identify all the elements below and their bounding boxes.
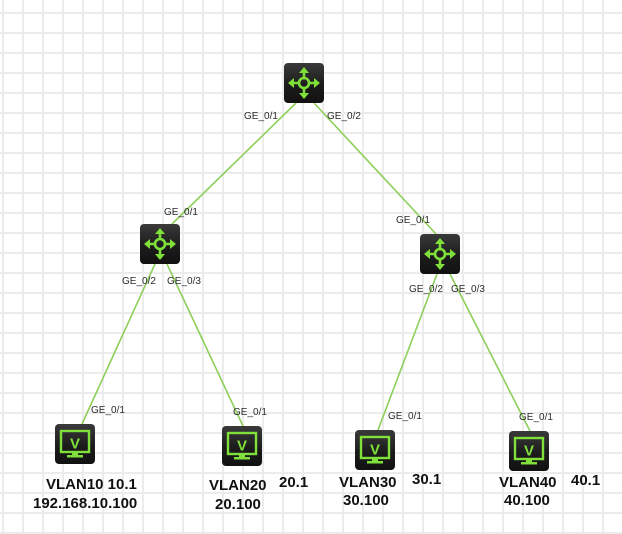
link-left-vlan10[interactable] — [81, 263, 156, 425]
vlan30-label-name: VLAN30 — [339, 474, 397, 491]
vlan40-label-host: 40.100 — [504, 492, 550, 509]
port-label-right-ge01: GE_0/1 — [396, 215, 430, 226]
svg-text:V: V — [70, 436, 80, 453]
monitor-icon: V — [359, 435, 391, 464]
vlan10-label-line1: VLAN10 10.1 — [46, 476, 137, 493]
port-label-vlan10-ge01: GE_0/1 — [91, 405, 125, 416]
port-label-core-ge01: GE_0/1 — [244, 111, 278, 122]
link-right-vlan30[interactable] — [377, 273, 438, 431]
link-left-vlan20[interactable] — [166, 263, 244, 427]
vlan30-label-gateway: 30.1 — [412, 471, 442, 488]
port-label-vlan30-ge01: GE_0/1 — [388, 411, 422, 422]
vlan20-label-host: 20.100 — [215, 496, 261, 513]
port-label-left-ge03: GE_0/3 — [167, 276, 201, 287]
monitor-icon: V — [59, 429, 91, 458]
svg-text:V: V — [370, 442, 380, 459]
port-label-core-ge02: GE_0/2 — [327, 111, 361, 122]
pc-vlan30[interactable]: V — [355, 430, 395, 470]
link-core-right[interactable] — [313, 102, 437, 235]
link-core-left[interactable] — [171, 102, 297, 225]
left-router[interactable] — [140, 224, 180, 264]
port-label-left-ge02: GE_0/2 — [122, 276, 156, 287]
port-label-right-ge03: GE_0/3 — [451, 284, 485, 295]
pc-vlan20[interactable]: V — [222, 426, 262, 466]
link-right-vlan40[interactable] — [449, 273, 531, 432]
pc-vlan40[interactable]: V — [509, 431, 549, 471]
vlan30-label-host: 30.100 — [343, 492, 389, 509]
port-label-left-ge01: GE_0/1 — [164, 207, 198, 218]
right-router[interactable] — [420, 234, 460, 274]
port-label-vlan40-ge01: GE_0/1 — [519, 412, 553, 423]
monitor-icon: V — [226, 431, 258, 460]
pc-vlan10[interactable]: V — [55, 424, 95, 464]
router-icon — [424, 238, 456, 270]
vlan20-label-gateway: 20.1 — [279, 474, 309, 491]
vlan40-label-gateway: 40.1 — [571, 472, 601, 489]
port-label-vlan20-ge01: GE_0/1 — [233, 407, 267, 418]
port-label-right-ge02: GE_0/2 — [409, 284, 443, 295]
router-icon — [288, 67, 320, 99]
vlan10-label-line2: 192.168.10.100 — [33, 495, 138, 512]
svg-text:V: V — [237, 438, 247, 455]
vlan40-label-name: VLAN40 — [499, 474, 557, 491]
router-icon — [144, 228, 176, 260]
core-router[interactable] — [284, 63, 324, 103]
vlan20-label-name: VLAN20 — [209, 477, 267, 494]
monitor-icon: V — [513, 436, 545, 465]
svg-text:V: V — [524, 443, 534, 460]
